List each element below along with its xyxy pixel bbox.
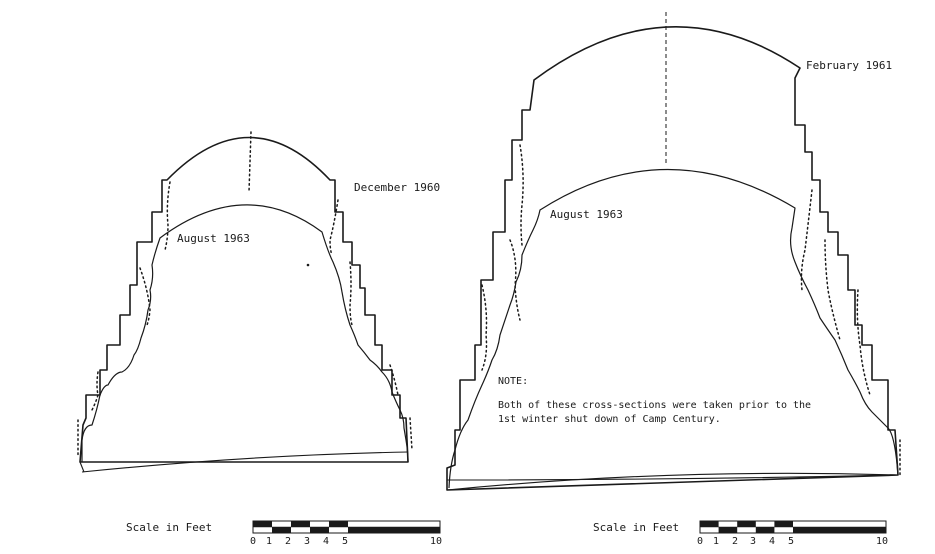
right-wall-trace-right-low: [856, 289, 871, 396]
left-survey-point: [306, 263, 310, 267]
left-wall-trace-right-bottom: [389, 364, 399, 396]
left-wall-trace-right-low: [349, 261, 353, 326]
left-floor-line-2: [81, 451, 409, 473]
left-scale-tick-10: 10: [430, 536, 442, 547]
left-wall-trace-left-low: [139, 267, 151, 326]
note-line-2: 1st winter shut down of Camp Century.: [498, 414, 721, 425]
left-outer-profile: [79, 136, 409, 463]
right-inner-label: August 1963: [550, 208, 623, 221]
right-cross-section: February 1961 August 1963 NOTE: Both of …: [446, 12, 901, 491]
right-scale-tick-1: 1: [713, 536, 719, 547]
left-scale-tick-5: 5: [342, 536, 348, 547]
right-inner-profile: [448, 168, 899, 489]
left-floor-line-3: [79, 461, 85, 473]
left-scale-tick-1: 1: [266, 536, 272, 547]
left-wall-trace-right: [329, 199, 339, 256]
left-scale-tick-0: 0: [250, 536, 256, 547]
right-scale-tick-5: 5: [788, 536, 794, 547]
right-wall-trace-right-top: [800, 189, 813, 291]
right-scale-bar: Scale in Feet 0 1 2 3 4 5 10: [593, 520, 888, 547]
note-title: NOTE:: [498, 376, 528, 387]
left-scale-bar: Scale in Feet 0 1 2 3 4 5 10: [126, 520, 442, 547]
right-scale-tick-10: 10: [876, 536, 888, 547]
left-scale-tick-2: 2: [285, 536, 291, 547]
left-wall-trace-right-base: [409, 417, 413, 451]
right-wall-trace-right-mid: [824, 239, 841, 341]
left-cross-section: December 1960 August 1963: [77, 131, 440, 473]
left-scale-title: Scale in Feet: [126, 521, 212, 534]
left-inner-label: August 1963: [177, 232, 250, 245]
right-scale-tick-0: 0: [697, 536, 703, 547]
left-wall-trace-left-bottom: [91, 371, 99, 411]
left-scale-tick-3: 3: [304, 536, 310, 547]
left-roof-centerline: [248, 131, 252, 193]
right-floor-line-1: [446, 472, 899, 491]
left-scale-tick-4: 4: [323, 536, 329, 547]
right-scale-title: Scale in Feet: [593, 521, 679, 534]
note-line-1: Both of these cross-sections were taken …: [498, 400, 811, 411]
left-outer-label: December 1960: [354, 181, 440, 194]
right-floor-line-2: [446, 474, 899, 481]
left-wall-trace-left: [164, 181, 171, 251]
right-scale-tick-4: 4: [769, 536, 775, 547]
right-outer-profile: [446, 26, 899, 491]
right-outer-label: February 1961: [806, 59, 892, 72]
right-scale-tick-2: 2: [732, 536, 738, 547]
right-wall-trace-left-top: [519, 144, 524, 246]
right-wall-trace-left-mid: [509, 239, 521, 321]
left-inner-profile: [81, 204, 409, 463]
right-scale-tick-3: 3: [750, 536, 756, 547]
right-wall-trace-left-low: [481, 284, 488, 371]
